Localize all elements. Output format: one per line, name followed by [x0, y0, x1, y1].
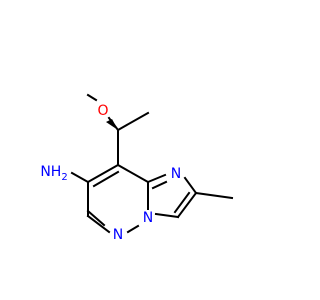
bond-methyl-oxygen	[86, 93, 98, 102]
chemical-structure-diagram: O NH2 N N N	[40, 93, 234, 243]
stereo-wedge-bond	[106, 119, 118, 130]
bond-c6-c6-double	[86, 209, 106, 227]
molecule-svg: O NH2 N N N	[40, 93, 234, 243]
atom-label-pyridazine-nitrogen: N	[113, 227, 123, 243]
bond-c7-amine	[70, 171, 90, 184]
bond-n1-c2	[183, 176, 198, 195]
bond-c2-c3-double	[173, 191, 191, 214]
atom-label-amine: NH2	[40, 164, 67, 183]
bond-n-ring-c6	[86, 214, 111, 234]
atom-label-layer: O NH2 N N N	[40, 103, 181, 243]
atom-label-amine-subscript: 2	[61, 172, 67, 183]
bond-c3-n-bridge	[154, 212, 180, 219]
bond-c8a-n1-double	[151, 180, 168, 190]
bond-c2-c3	[176, 191, 198, 219]
atom-label-oxygen: O	[97, 103, 108, 119]
atom-label-amine-main: NH	[40, 164, 61, 180]
atom-label-imidazole-nitrogen: N	[171, 166, 181, 182]
bond-c8a-n1	[146, 173, 167, 184]
bond-layer	[70, 93, 234, 234]
bond-c2-methyl	[194, 191, 234, 200]
bond-n-bridge-n-ring	[126, 224, 140, 234]
bond-chiral-carbon-methyl	[116, 111, 150, 132]
bond-c7-c8	[86, 163, 120, 184]
bond-c8-c8a	[116, 163, 150, 184]
bond-c7-c8-double	[92, 170, 120, 188]
atom-label-bridgehead-nitrogen: N	[143, 210, 153, 226]
